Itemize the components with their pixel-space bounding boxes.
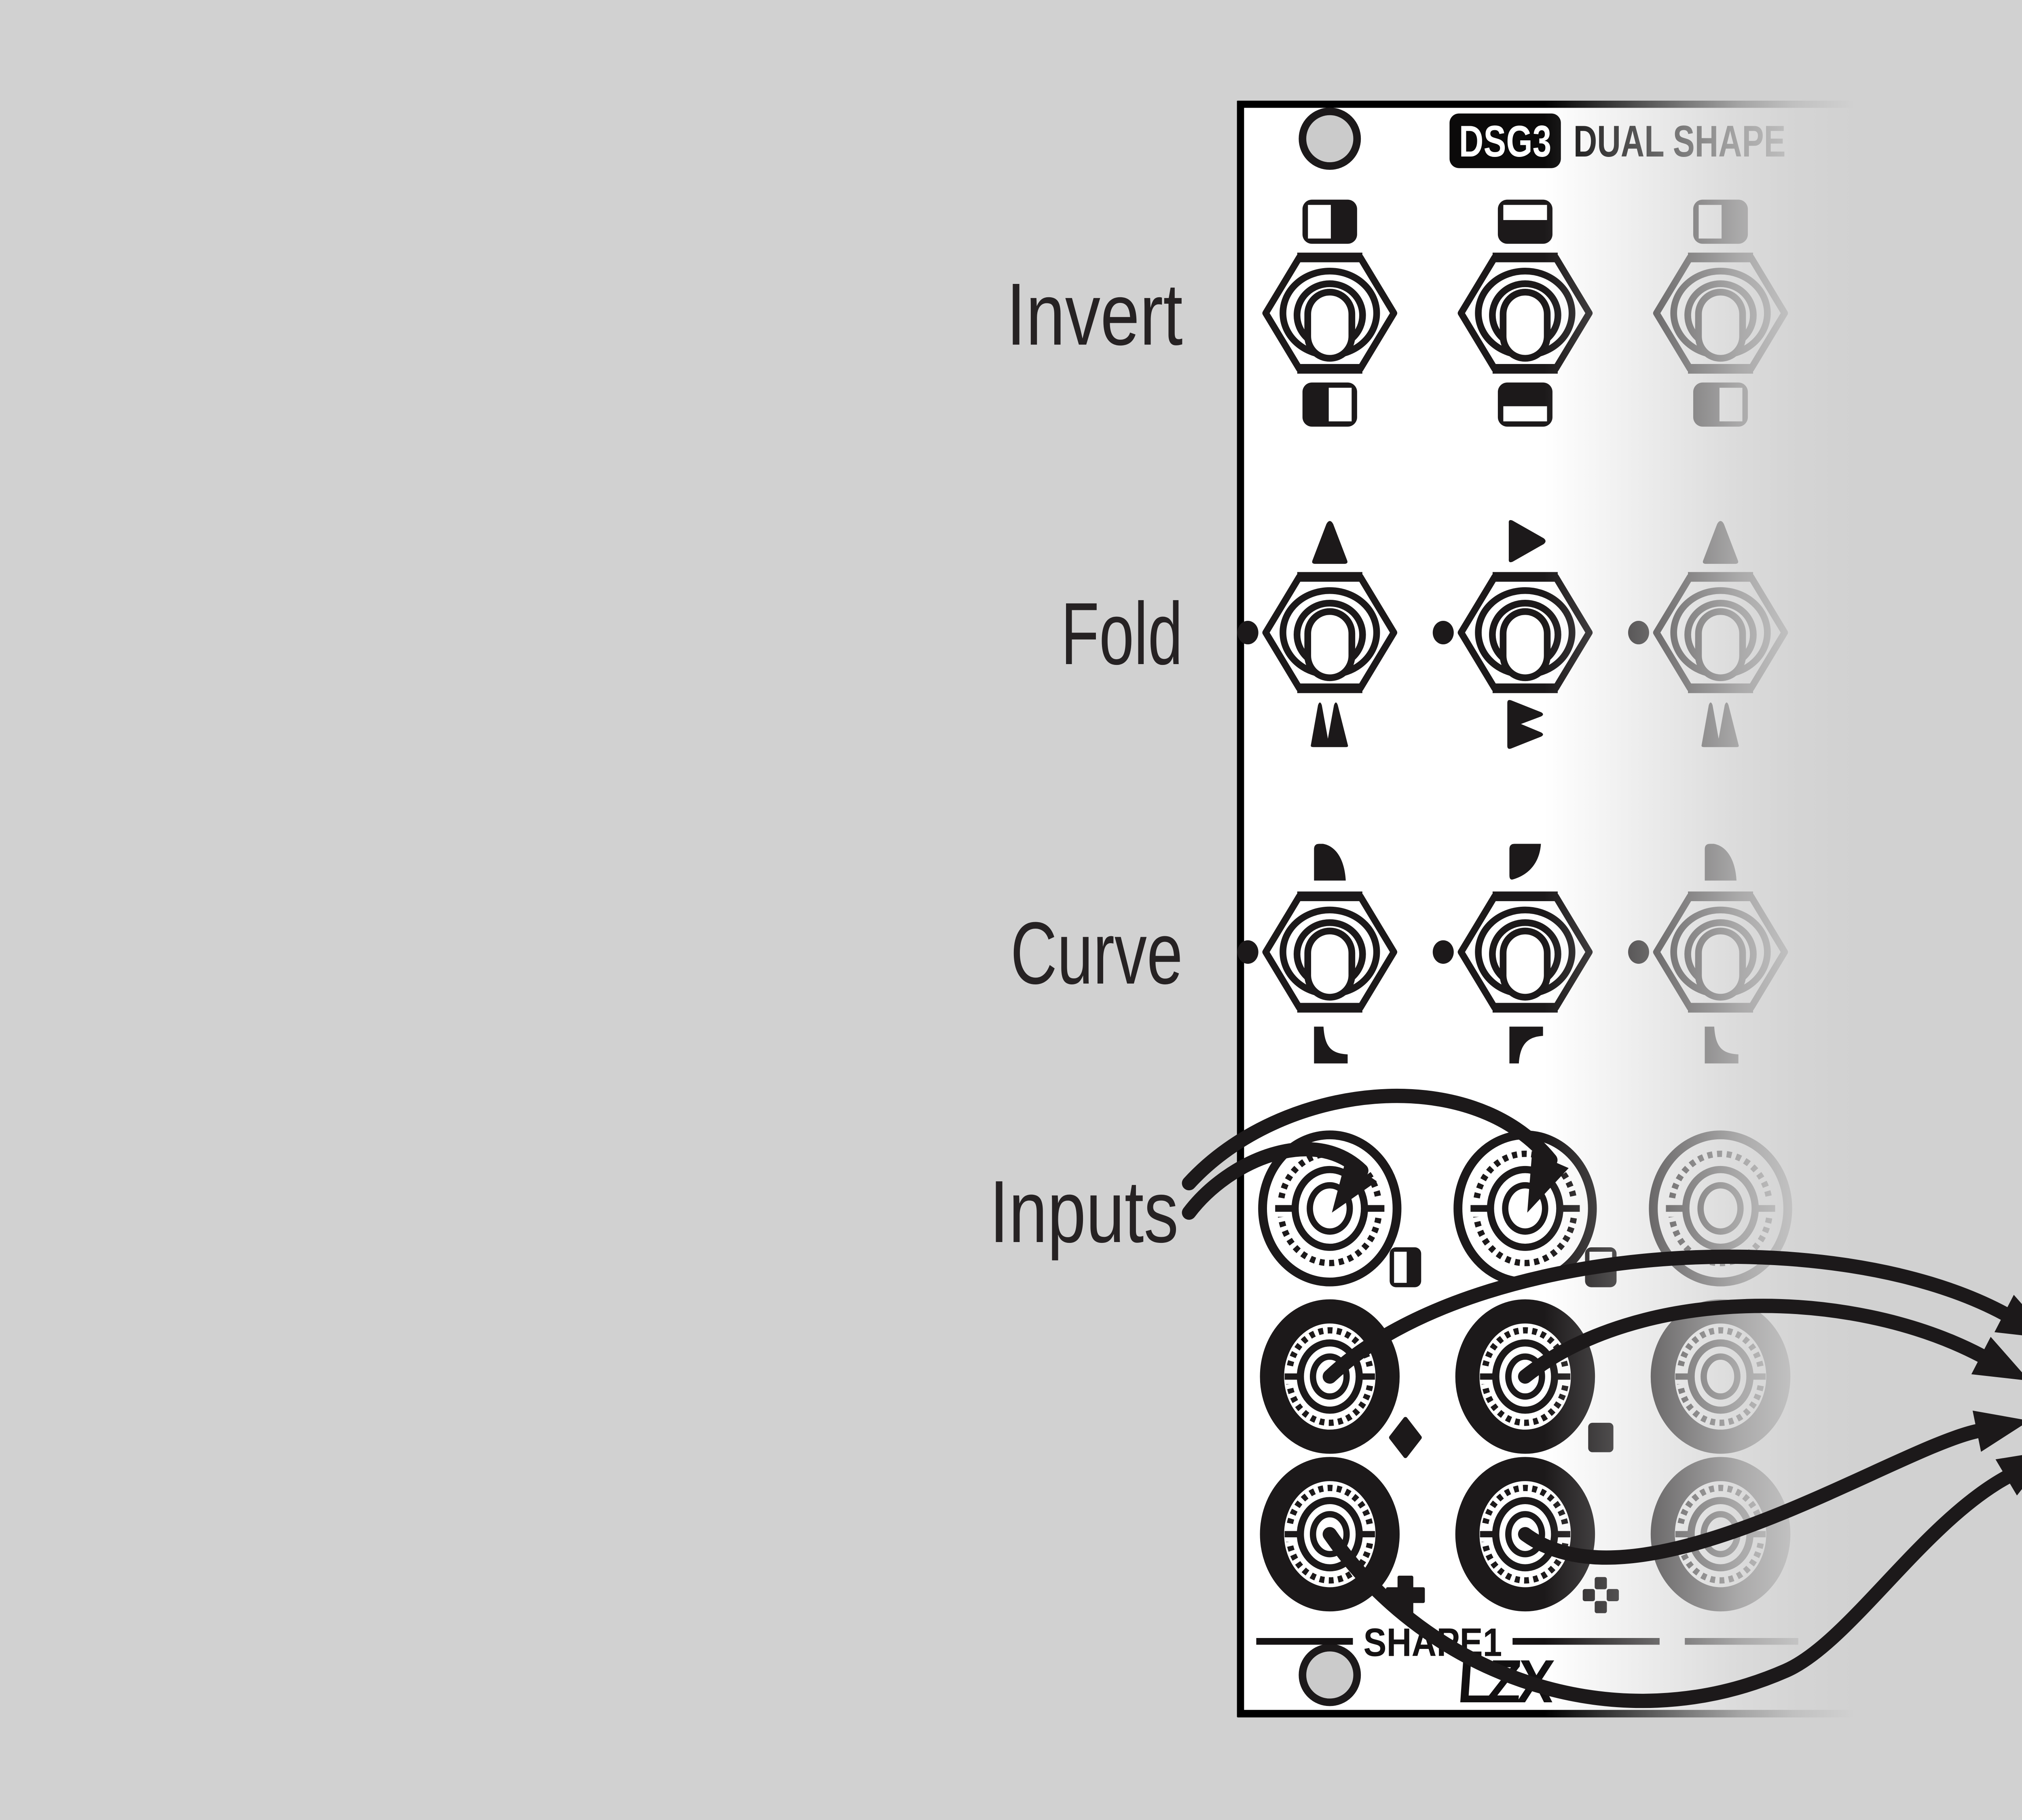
arrowhead-icon	[1527, 1152, 1569, 1213]
label-inputs: Inputs	[990, 1162, 1179, 1261]
arrowhead-icon	[1971, 1337, 2022, 1380]
arrow-heads	[1332, 1152, 2022, 1496]
arrowhead-icon	[1994, 1295, 2022, 1335]
split-vertical-icon	[1302, 199, 1357, 244]
label-invert: Invert	[1006, 265, 1182, 364]
led-dot-icon	[1432, 620, 1454, 645]
arrow-icon-output-4	[1322, 1470, 2014, 1708]
panel-fade-overlay	[1544, 80, 1975, 1740]
model-badge	[1449, 113, 1561, 168]
arrow-icon-output-1	[1322, 1249, 2011, 1384]
split-vertical-inverted-icon	[1302, 382, 1357, 427]
led-dot-icon	[1432, 940, 1454, 964]
screw-icon	[1299, 1644, 1361, 1706]
split-vertical-icon	[1390, 1247, 1421, 1287]
arrowhead-icon	[1995, 1455, 2022, 1496]
led-dot-icon	[1237, 940, 1258, 964]
arrow-icon-output-3	[1518, 1424, 1984, 1565]
led-dot-icon	[1237, 620, 1258, 645]
label-curve: Curve	[1011, 904, 1183, 1003]
screw-icon	[1299, 108, 1361, 170]
arrow-icon-input-1	[1182, 1142, 1368, 1220]
arrow-icon-input-2	[1182, 1088, 1558, 1191]
label-fold: Fold	[1061, 584, 1182, 683]
arrowhead-icon	[1332, 1160, 1377, 1213]
model-badge-text: DSG3	[1459, 117, 1552, 166]
arrow-icon-output-2	[1518, 1299, 1988, 1384]
arrowhead-icon	[1972, 1410, 2022, 1452]
annotation-arrows	[1182, 1088, 2014, 1708]
